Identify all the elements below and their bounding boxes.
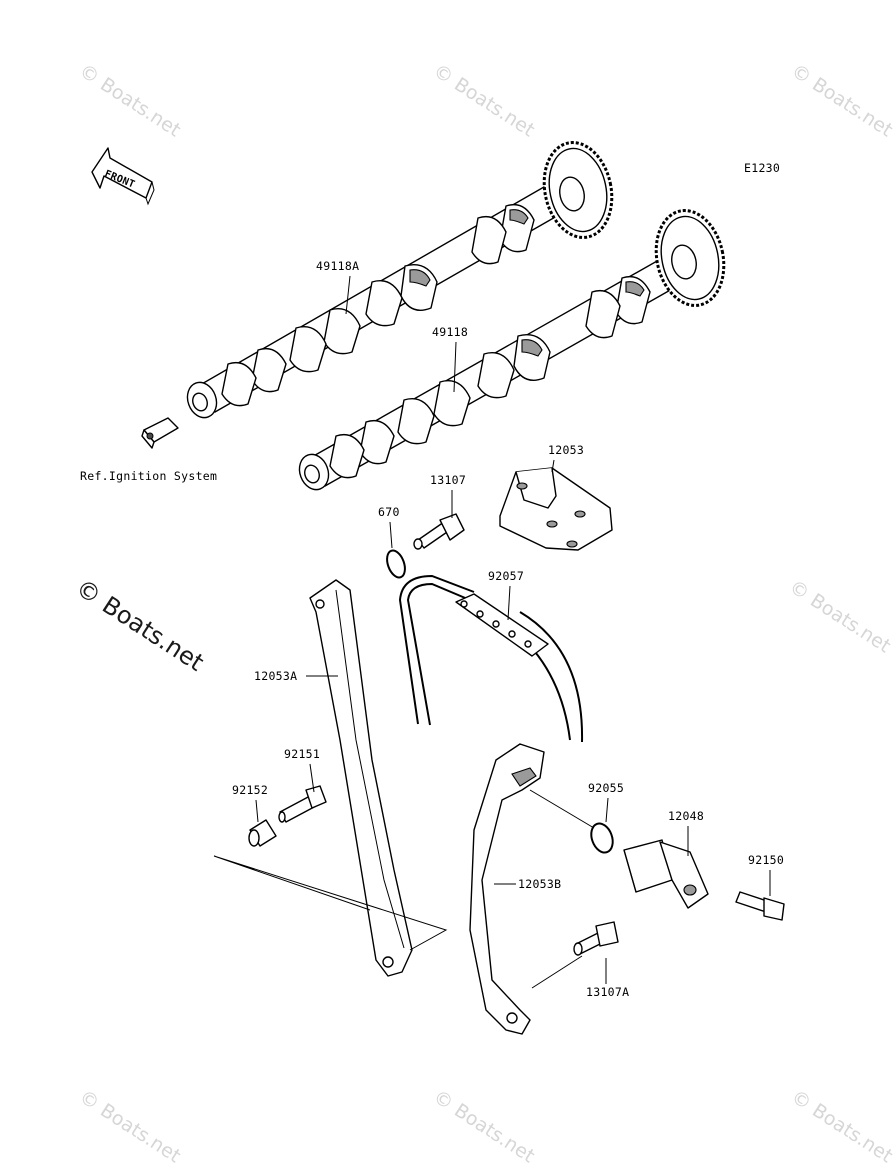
label-670: 670 [378, 505, 400, 519]
front-arrow-icon: FRONT [91, 147, 155, 206]
label-13107: 13107 [430, 473, 466, 487]
chain-links [455, 593, 549, 657]
label-12053: 12053 [548, 443, 584, 457]
cam-lobes [221, 203, 535, 407]
cam-chain [398, 574, 584, 743]
label-12048: 12048 [668, 809, 704, 823]
watermark: © Boats.net [75, 60, 184, 142]
sprocket [654, 209, 726, 307]
label-12053B: 12053B [518, 877, 561, 891]
camshaft-exhaust [298, 209, 726, 491]
leader-92055 [529, 789, 595, 829]
label-92055: 92055 [588, 781, 624, 795]
ignition-coupling [141, 417, 179, 449]
ref-note: Ref.Ignition System [80, 469, 217, 483]
label-13107A: 13107A [586, 985, 629, 999]
part-labels: 49118A 49118 12053 13107 670 92057 12053… [232, 259, 784, 999]
bolt-92150 [735, 891, 785, 921]
leader-lines [213, 855, 448, 951]
label-92152: 92152 [232, 783, 268, 797]
camshaft-intake [186, 141, 614, 419]
bolt-92151 [278, 785, 327, 823]
watermark: © Boats.net [75, 1086, 184, 1168]
bolt-13107 [413, 513, 465, 550]
watermark: © Boats.net [785, 576, 894, 658]
o-ring-670 [386, 549, 406, 579]
chain-guide-right [469, 743, 545, 1035]
watermark: © Boats.net [429, 1086, 538, 1168]
watermark: © Boats.net [429, 60, 538, 142]
chain-guide-left [309, 579, 413, 977]
o-ring-92055 [590, 822, 614, 854]
bolt-13107A [573, 921, 619, 956]
diagram-code: E1230 [744, 161, 780, 175]
label-92151: 92151 [284, 747, 320, 761]
label-49118A: 49118A [316, 259, 359, 273]
sprocket [542, 141, 614, 239]
label-12053A: 12053A [254, 669, 297, 683]
collar-92152 [248, 819, 277, 847]
cam-lobes [329, 275, 651, 479]
label-49118: 49118 [432, 325, 468, 339]
label-92150: 92150 [748, 853, 784, 867]
camshaft-guide-top [499, 467, 613, 551]
leader-13107A [531, 955, 583, 989]
label-92057: 92057 [488, 569, 524, 583]
watermark-main: © Boats.net [71, 574, 209, 677]
watermark: © Boats.net [787, 1086, 894, 1168]
watermark: © Boats.net [787, 60, 894, 142]
chain-tensioner [623, 839, 709, 909]
